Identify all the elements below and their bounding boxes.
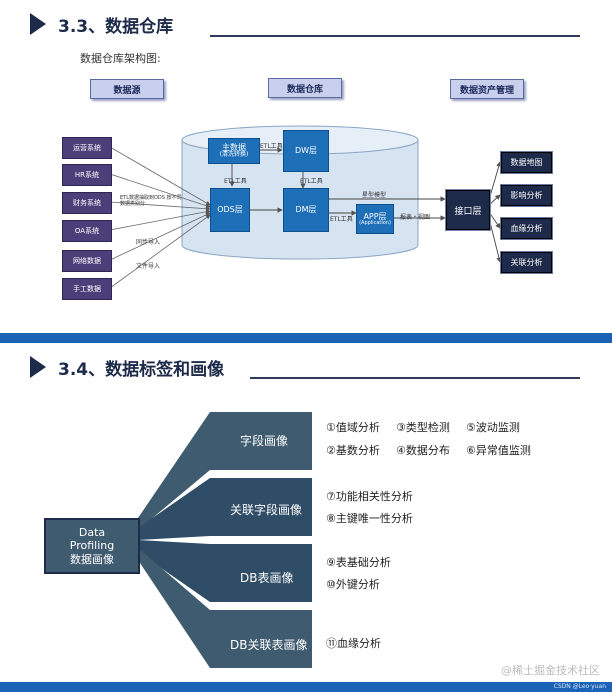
root-line2: Profiling [69, 539, 115, 553]
report-view-label: 报表・视图 [400, 214, 431, 221]
fan-band-3 [138, 540, 312, 602]
feature-functional-correlation: ⑦功能相关性分析 [326, 490, 413, 503]
interface-layer-box: 接口层 [446, 190, 490, 230]
band-label-db-related-table: DB关联表画像 [230, 638, 308, 652]
section-title: 3.4、数据标签和画像 [58, 360, 225, 380]
app-layer-box: APP层 (Application) [356, 204, 394, 234]
source-network: 网络数据 [62, 250, 112, 272]
feature-data-distribution: ④数据分布 [396, 444, 450, 457]
sync-import-label: 同步导入 [136, 239, 161, 246]
dm-layer-box: DM层 [283, 188, 329, 232]
title-marker-icon [30, 356, 46, 378]
profiling-diagram [138, 412, 312, 668]
source-oa: OA系统 [62, 220, 112, 242]
app-layer-line1: APP层 [363, 211, 387, 221]
feature-table-basic-analysis: ⑨表基础分析 [326, 556, 391, 569]
diagram-subtitle: 数据仓库架构图: [80, 52, 161, 65]
credit-text: CSDN @Leo·yuan [553, 683, 606, 690]
root-line3: 数据画像 [70, 552, 114, 566]
header-asset-management: 数据资产管理 [450, 79, 524, 99]
source-operations: 运营系统 [62, 137, 112, 159]
root-line1: Data [78, 526, 106, 540]
title-marker-icon [30, 13, 46, 35]
feature-volatility-monitoring: ⑤波动监测 [466, 421, 520, 434]
watermark-text: @稀土掘金技术社区 [501, 664, 600, 677]
star-model-label: 星型模型 [362, 192, 387, 199]
feature-range-analysis: ①值域分析 [326, 421, 380, 434]
source-finance: 财务系统 [62, 192, 112, 214]
feature-primary-key-uniqueness: ⑧主键唯一性分析 [326, 512, 413, 525]
data-profiling-root: Data Profiling 数据画像 [44, 518, 140, 574]
output-impact-analysis: 影响分析 [501, 185, 552, 206]
band-label-related-field: 关联字段画像 [230, 503, 303, 517]
dw-layer-box: DW层 [283, 130, 329, 172]
source-manual: 手工数据 [62, 278, 112, 300]
title-rule [250, 377, 580, 379]
title-rule [210, 35, 580, 37]
feature-lineage-analysis: ⑪血缘分析 [326, 637, 381, 650]
fan-band-2 [138, 478, 312, 540]
source-arrows [109, 146, 211, 289]
band-label-field: 字段画像 [240, 434, 289, 448]
bottom-bar [0, 682, 612, 692]
app-layer-line2: (Application) [359, 219, 391, 226]
feature-outlier-monitoring: ⑥异常值监测 [466, 444, 531, 457]
etl-label-3: ETL工具 [300, 178, 323, 185]
master-data-line2: (清洗转换) [219, 151, 249, 159]
section-divider [0, 333, 612, 343]
section-title-row: 3.3、数据仓库 [0, 4, 612, 44]
header-data-warehouse: 数据仓库 [268, 78, 342, 98]
output-arrows [488, 161, 502, 263]
output-lineage-analysis: 血缘分析 [501, 218, 552, 239]
fan-band-1 [138, 412, 312, 530]
band-label-db-table: DB表画像 [240, 571, 294, 585]
output-data-map: 数据地图 [501, 152, 552, 173]
fan-band-4 [138, 548, 312, 668]
etl-label-4: ETL工具 [330, 216, 353, 223]
internal-arrows [229, 147, 446, 221]
master-data-line1: 主数据 [222, 142, 246, 152]
etl-label-1: ETL工具 [260, 143, 283, 150]
feature-foreign-key-analysis: ⑩外键分析 [326, 578, 380, 591]
feature-cardinality-analysis: ②基数分析 [326, 444, 380, 457]
output-association-analysis: 关联分析 [501, 252, 552, 273]
file-import-label: 文件导入 [136, 263, 161, 270]
header-data-source: 数据源 [90, 79, 164, 99]
etl-extract-label: ETL数据抽取到ODS 按不同数据类别分 [120, 195, 182, 207]
master-data-box: 主数据 (清洗转换) [208, 138, 260, 164]
source-hr: HR系统 [62, 164, 112, 186]
etl-label-2: ETL工具 [224, 178, 247, 185]
ods-layer-box: ODS层 [210, 188, 250, 232]
section-title: 3.3、数据仓库 [58, 17, 174, 37]
feature-type-detection: ③类型检测 [396, 421, 450, 434]
section-title-row: 3.4、数据标签和画像 [0, 350, 612, 390]
